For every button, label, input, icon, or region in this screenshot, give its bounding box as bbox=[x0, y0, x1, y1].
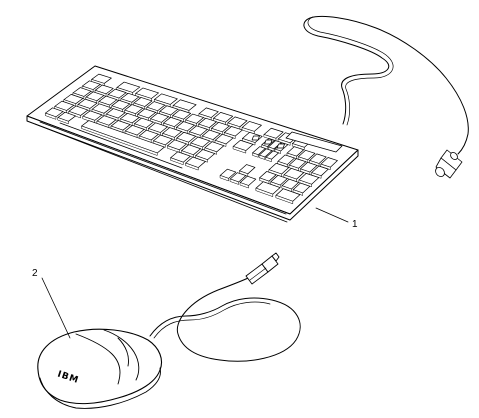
keyboard-key-face-r4-s0-k1 bbox=[68, 111, 81, 119]
keyboard-key-face-r1-s2-k2 bbox=[274, 148, 281, 154]
keyboard-key-face-r2-s1-k0 bbox=[232, 146, 247, 154]
keyboard-key-face-r2-s2-k0 bbox=[252, 152, 259, 158]
keyboard-key-face-r5-s2-k1 bbox=[185, 162, 199, 171]
keyboard-key-face-r2-s3-k3 bbox=[311, 172, 322, 179]
keyboard-key-face-r5-s0-k1 bbox=[57, 117, 69, 125]
keyboard-cable bbox=[303, 15, 469, 155]
keyboard-key-face-r5-s0-k0 bbox=[45, 112, 57, 120]
mouse-button-divider bbox=[117, 337, 129, 367]
keyboard-front-lip bbox=[34, 123, 288, 223]
keyboard-key-face-r5-s3-k2 bbox=[239, 182, 249, 189]
keyboard-key-face-r4-s0-k7 bbox=[153, 140, 166, 148]
keyboard-key-face-r1-s3-k3 bbox=[320, 163, 331, 170]
mouse-body bbox=[37, 328, 163, 405]
keyboard-key-face-r3-s0-k10 bbox=[204, 147, 217, 155]
keyboard-key-face-r3-s1-k2 bbox=[298, 179, 312, 188]
keyboard-key-face-r5-s4-k0 bbox=[255, 187, 274, 197]
mouse-callout-label: 2 bbox=[32, 268, 38, 279]
keyboard-key-face-r2-s2-k2 bbox=[265, 157, 272, 162]
keyboard-key-face-r4-s2-k3 bbox=[293, 189, 303, 196]
keyboard-key-face-r5-s3-k0 bbox=[219, 175, 229, 182]
keyboard-front-ledge bbox=[39, 121, 287, 215]
keyboard-key-face-r5-s2-k0 bbox=[170, 157, 184, 165]
mouse-button-left[interactable] bbox=[75, 333, 121, 385]
mouse-cable bbox=[149, 277, 301, 362]
mouse-callout-leader bbox=[41, 277, 71, 339]
keyboard-connector bbox=[435, 149, 463, 179]
keyboard-key-face-r5-s4-k1 bbox=[275, 195, 294, 205]
keyboard-front-edge bbox=[26, 115, 359, 221]
keyboard-key-face-r5-s3-k1 bbox=[229, 178, 239, 185]
mouse-cable-inner bbox=[153, 301, 271, 339]
mouse-connector bbox=[245, 252, 280, 285]
keyboard-key-face-r5-s1-k0 bbox=[81, 125, 158, 156]
keyboard-callout-leader bbox=[315, 207, 349, 223]
keyboard-key-face-r0-s3-k2 bbox=[292, 143, 305, 151]
keyboard-key-face-r2-s2-k1 bbox=[258, 154, 266, 160]
keyboard-key-face-r0-s3-k1 bbox=[277, 138, 291, 146]
mouse-side bbox=[39, 367, 161, 409]
keyboard-key-face-r4-s0-k10 bbox=[195, 155, 208, 163]
keyboard-key-face-r1-s1-k0 bbox=[242, 138, 256, 146]
mouse-button-right[interactable] bbox=[103, 329, 140, 381]
keyboard-key-face-r2-s0-k11 bbox=[214, 140, 227, 147]
keyboard bbox=[26, 15, 469, 223]
indicator-panel bbox=[251, 131, 343, 153]
keyboard-callout-label: 1 bbox=[352, 219, 358, 230]
keyboard-cable-inner bbox=[307, 16, 394, 126]
keyboard-key-face-r1-s0-k11 bbox=[224, 132, 236, 139]
mouse: IBM bbox=[37, 252, 301, 409]
